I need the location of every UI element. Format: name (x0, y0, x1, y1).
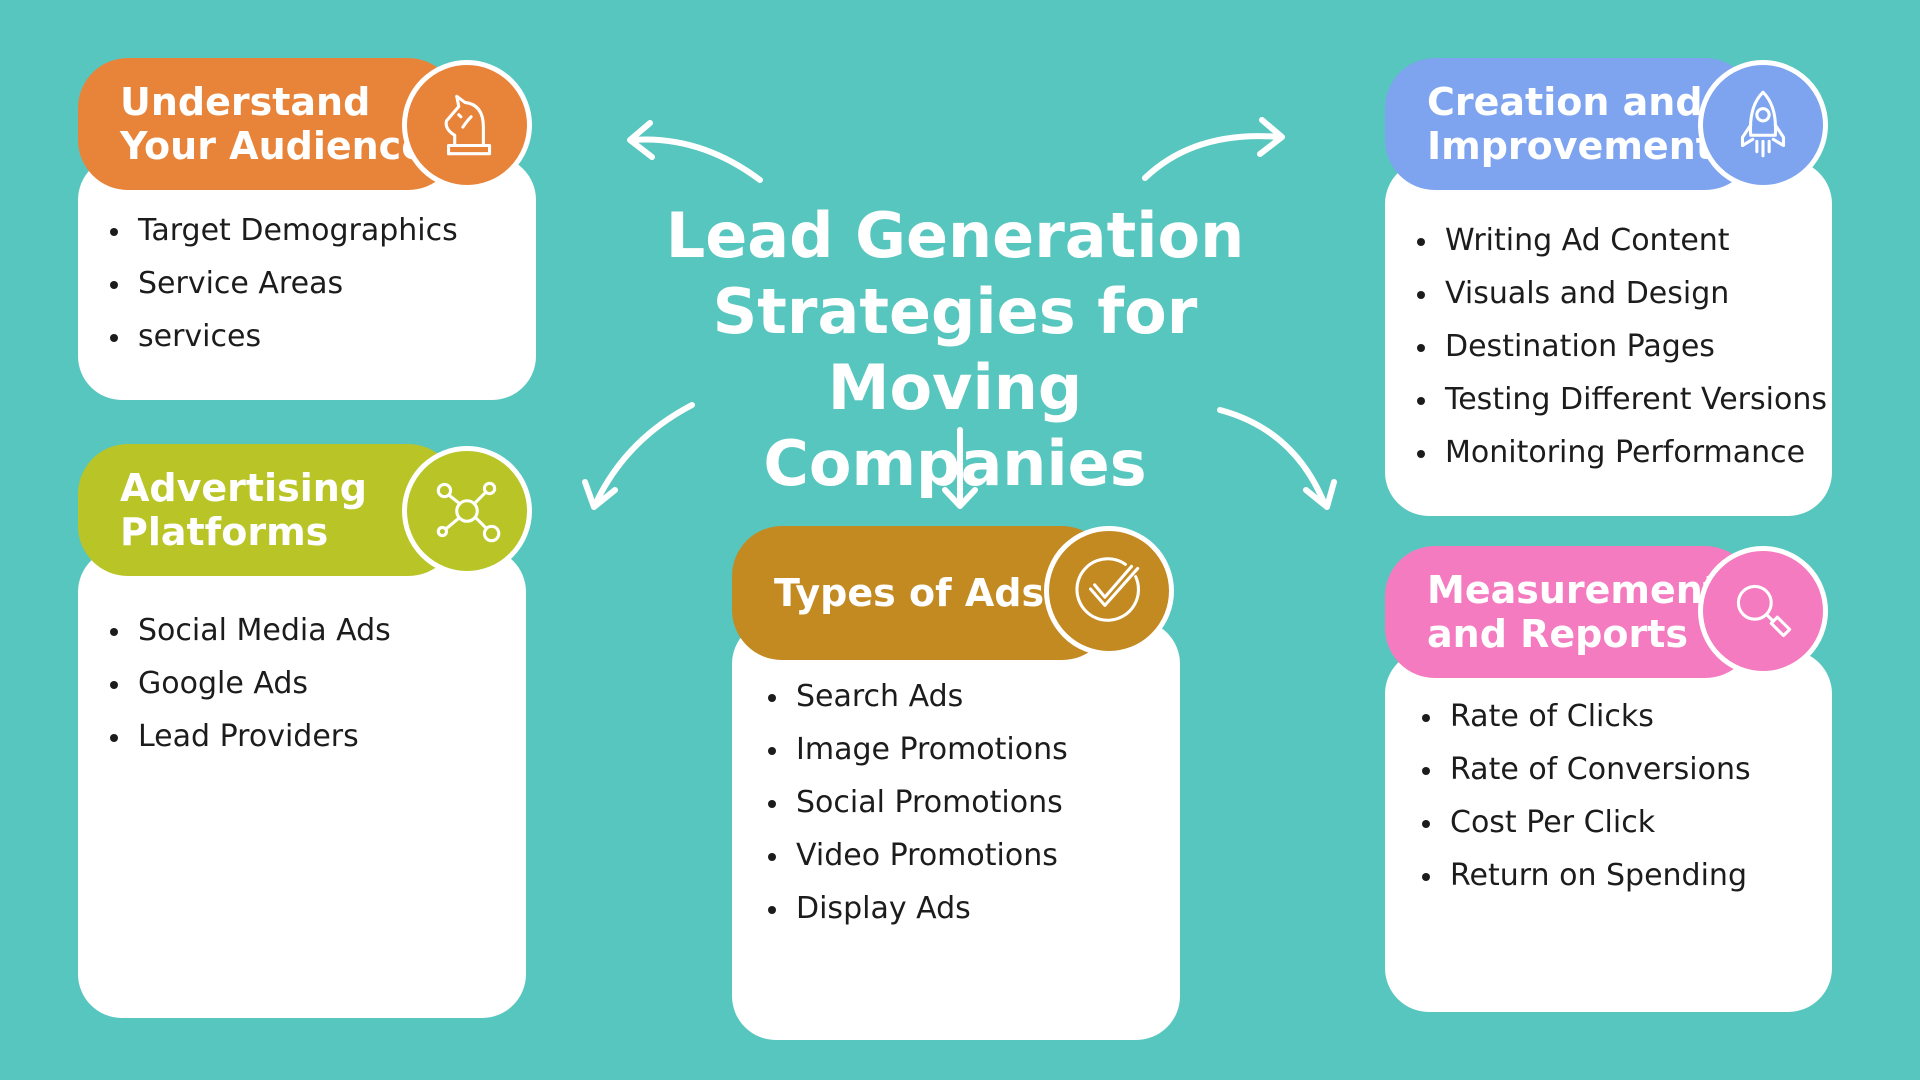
card-creation-badge (1698, 60, 1828, 190)
list-item: Service Areas (110, 257, 458, 310)
list-item: Destination Pages (1417, 320, 1827, 373)
title-line-3: Companies (763, 427, 1147, 500)
card-advertising-platforms (78, 548, 526, 1018)
list-item: Writing Ad Content (1417, 214, 1827, 267)
card-measurements-title-line-2: and Reports (1427, 612, 1688, 656)
card-types-of-ads (732, 620, 1180, 1040)
list-item: Social Promotions (768, 776, 1068, 829)
card-advertising-list: Social Media Ads Google Ads Lead Provide… (110, 604, 391, 763)
arrow-to-audience (627, 120, 763, 183)
list-item: Video Promotions (768, 829, 1068, 882)
list-item: Testing Different Versions (1417, 373, 1827, 426)
list-item: Rate of Clicks (1422, 690, 1751, 743)
list-item: Google Ads (110, 657, 391, 710)
diagram-title: Lead Generation Strategies for Moving Co… (610, 198, 1300, 502)
list-item: services (110, 310, 458, 363)
card-advertising-badge (402, 446, 532, 576)
card-advertising-title-line-1: Advertising (120, 466, 367, 510)
card-measurements-title-line-1: Measurements (1427, 568, 1744, 612)
arrow-to-advertising (582, 402, 695, 510)
arrow-to-measurements (1217, 407, 1337, 510)
card-types-title: Types of Ads (774, 571, 1045, 615)
card-creation-header: Creation and Improvement (1385, 58, 1755, 190)
card-audience-title-line-1: Understand (120, 80, 371, 124)
list-item: Image Promotions (768, 723, 1068, 776)
arrow-to-types (942, 427, 978, 509)
list-item: Return on Spending (1422, 849, 1751, 902)
network-icon (436, 481, 501, 543)
card-understand-audience (78, 156, 536, 400)
card-measurements-reports (1385, 650, 1832, 1012)
card-creation-title-line-1: Creation and (1427, 80, 1703, 124)
card-audience-header: Understand Your Audience (78, 58, 458, 190)
arrow-to-creation (1142, 117, 1285, 181)
title-line-1: Lead Generation (665, 199, 1245, 272)
list-item: Social Media Ads (110, 604, 391, 657)
list-item: Target Demographics (110, 204, 458, 257)
card-measurements-header: Measurements and Reports (1385, 546, 1755, 678)
list-item: Monitoring Performance (1417, 426, 1827, 479)
card-audience-badge (402, 60, 532, 190)
card-advertising-header: Advertising Platforms (78, 444, 458, 576)
card-creation-improvement (1385, 160, 1832, 516)
title-line-2: Strategies for Moving (712, 275, 1198, 424)
magnifier-icon (1736, 584, 1792, 638)
card-types-list: Search Ads Image Promotions Social Promo… (768, 670, 1068, 935)
card-measurements-badge (1698, 546, 1828, 676)
card-creation-list: Writing Ad Content Visuals and Design De… (1417, 214, 1827, 479)
list-item: Cost Per Click (1422, 796, 1751, 849)
chess-knight-icon (444, 94, 492, 156)
checkmark-icon (1075, 557, 1140, 622)
list-item: Display Ads (768, 882, 1068, 935)
card-measurements-list: Rate of Clicks Rate of Conversions Cost … (1422, 690, 1751, 902)
list-item: Visuals and Design (1417, 267, 1827, 320)
card-types-badge (1044, 526, 1174, 656)
list-item: Search Ads (768, 670, 1068, 723)
list-item: Lead Providers (110, 710, 391, 763)
list-item: Rate of Conversions (1422, 743, 1751, 796)
card-audience-list: Target Demographics Service Areas servic… (110, 204, 458, 363)
card-advertising-title-line-2: Platforms (120, 510, 329, 554)
card-audience-title-line-2: Your Audience (120, 124, 427, 168)
rocket-icon (1740, 90, 1786, 158)
card-creation-title-line-2: Improvement (1427, 124, 1714, 168)
